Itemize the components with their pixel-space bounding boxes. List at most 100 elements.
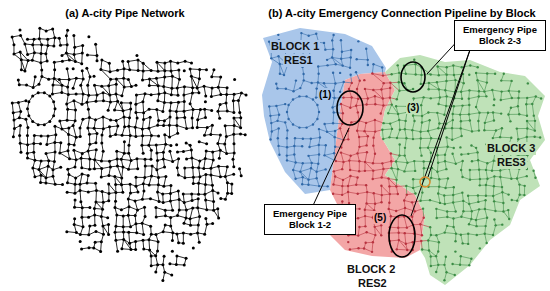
pipe <box>398 82 400 91</box>
junction <box>65 103 68 106</box>
pipe <box>389 194 390 203</box>
pipe <box>294 146 295 154</box>
pipe <box>365 162 373 171</box>
pipe <box>150 79 159 86</box>
junction <box>155 144 158 147</box>
junction <box>134 103 137 106</box>
pipe <box>365 131 376 132</box>
junction <box>151 164 154 167</box>
junction <box>163 133 166 136</box>
junction <box>223 143 226 146</box>
junction <box>109 101 112 104</box>
junction <box>18 83 21 86</box>
junction <box>26 38 29 41</box>
pipe <box>46 166 48 178</box>
junction <box>232 158 235 161</box>
pipe <box>33 77 35 88</box>
junction <box>150 264 153 267</box>
junction <box>60 91 63 94</box>
junction <box>147 127 150 130</box>
junction <box>122 77 125 80</box>
pipe <box>365 152 367 162</box>
junction <box>135 231 138 234</box>
pipe <box>318 154 320 163</box>
junction <box>127 214 130 217</box>
network-panel-a <box>11 27 248 282</box>
pipe <box>381 186 389 194</box>
junction <box>198 140 201 143</box>
pipe <box>396 208 405 211</box>
junction <box>81 52 84 55</box>
junction <box>75 231 78 234</box>
junction <box>113 206 116 209</box>
pipe <box>317 74 319 83</box>
junction <box>100 176 103 179</box>
pipe <box>317 169 326 171</box>
junction <box>155 215 158 218</box>
junction <box>59 44 62 47</box>
junction <box>31 43 34 46</box>
pipe <box>80 190 82 201</box>
junction <box>87 35 90 38</box>
pipe <box>115 215 117 226</box>
pipe <box>397 91 400 100</box>
pipe <box>286 147 287 155</box>
pipe <box>381 225 382 235</box>
pipe <box>179 199 180 210</box>
junction <box>66 29 69 32</box>
pipe <box>170 151 173 161</box>
pipe <box>142 102 144 113</box>
junction <box>88 133 91 136</box>
junction <box>61 84 64 87</box>
junction <box>190 62 193 65</box>
junction <box>31 59 34 62</box>
junction <box>157 119 160 122</box>
junction <box>129 248 132 251</box>
junction <box>142 152 145 155</box>
junction <box>66 108 69 111</box>
junction <box>81 118 84 121</box>
junction <box>156 124 159 127</box>
junction <box>164 223 167 226</box>
junction <box>17 78 20 81</box>
junction <box>114 231 117 234</box>
junction <box>239 116 242 119</box>
pipe <box>392 168 397 180</box>
pipe <box>285 122 287 130</box>
pipe <box>327 130 335 132</box>
junction <box>149 116 152 119</box>
junction <box>142 111 145 114</box>
junction <box>73 206 76 209</box>
pipe <box>348 131 349 139</box>
junction <box>61 183 64 186</box>
junction <box>203 233 206 236</box>
pipe <box>157 110 159 121</box>
junction <box>122 238 125 241</box>
junction <box>141 134 144 137</box>
junction <box>79 200 82 203</box>
pipe <box>318 65 327 66</box>
pipe <box>390 193 398 194</box>
junction <box>129 225 132 228</box>
junction <box>203 193 206 196</box>
junction <box>232 99 235 102</box>
junction <box>143 176 146 179</box>
junction <box>40 174 43 177</box>
junction <box>232 133 235 136</box>
pipe <box>359 161 360 171</box>
pipe <box>381 105 384 113</box>
pipe <box>309 154 319 155</box>
pipe <box>397 169 398 180</box>
junction <box>93 84 96 87</box>
junction <box>19 34 22 37</box>
junction <box>239 132 242 135</box>
junction <box>121 60 124 63</box>
pipe <box>344 82 352 84</box>
junction <box>156 99 159 102</box>
pipe <box>335 82 343 83</box>
pipe <box>95 85 97 95</box>
pipe <box>340 128 343 140</box>
pipe <box>81 53 83 64</box>
pipe <box>124 117 126 127</box>
region-label: BLOCK 3 <box>486 142 536 155</box>
